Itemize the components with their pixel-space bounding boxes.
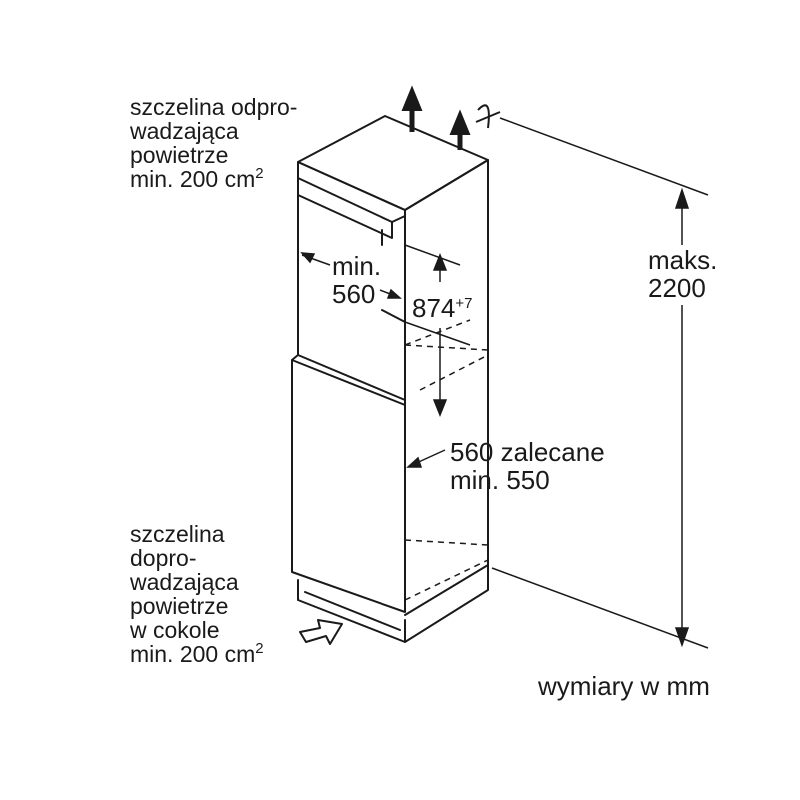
depth-dimension-line2: 560 bbox=[332, 279, 376, 309]
niche-dashed-lower bbox=[404, 539, 489, 601]
max-height-label: maks. 2200 bbox=[648, 246, 717, 302]
max-extension-line-top bbox=[499, 117, 709, 196]
depth-arrow-icon bbox=[300, 252, 316, 264]
top-vent-slot bbox=[297, 177, 393, 239]
top-vent-area: min. 200 cm bbox=[130, 166, 256, 192]
depth-dimension-label: min. 560 bbox=[332, 252, 381, 308]
bottom-vent-area: min. 200 cm bbox=[130, 641, 256, 667]
top-vent-line: wadzająca bbox=[130, 118, 239, 144]
bottom-vent-line: wadzająca bbox=[130, 569, 239, 595]
bottom-vent-line: powietrze bbox=[130, 593, 229, 619]
cabinet-right-face bbox=[404, 159, 489, 616]
bottom-vent-line: min. 200 cm2 bbox=[130, 640, 264, 667]
max-arrow-icon bbox=[674, 627, 690, 648]
intake-arrow-icon bbox=[299, 619, 343, 645]
top-vent-line: min. 200 cm2 bbox=[130, 165, 297, 192]
bottom-vent-label: szczelina dopro- wadzająca powietrze w c… bbox=[130, 522, 264, 666]
depth-arrow-icon bbox=[386, 288, 402, 299]
cabinet-base-right bbox=[404, 564, 489, 643]
top-vent-label: szczelina odpro- wadzająca powietrze min… bbox=[130, 95, 297, 191]
width-dimension-label: 560 zalecane min. 550 bbox=[450, 438, 605, 494]
bottom-vent-line: w cokole bbox=[130, 617, 220, 643]
appliance-door bbox=[291, 359, 406, 613]
max-extension-line-bottom bbox=[491, 567, 709, 649]
top-vent-line: powietrze bbox=[130, 142, 229, 168]
width-arrow-icon bbox=[406, 456, 423, 468]
max-height-line1: maks. bbox=[648, 245, 718, 275]
height-dimension-label: 874+7 bbox=[412, 294, 473, 322]
max-height-line2: 2200 bbox=[648, 273, 706, 303]
width-dimension-line2: min. 550 bbox=[450, 465, 550, 495]
cabinet-plinth bbox=[297, 579, 406, 643]
door-top-edge bbox=[291, 354, 406, 406]
height-arrow-icon bbox=[432, 252, 448, 271]
plinth-inner bbox=[304, 591, 401, 631]
height-tolerance: +7 bbox=[455, 295, 473, 312]
bottom-vent-area-exponent: 2 bbox=[255, 640, 264, 657]
exhaust-arrow-head-icon bbox=[401, 85, 423, 111]
max-arrow-icon bbox=[674, 187, 690, 209]
exhaust-arrow-head-icon bbox=[449, 109, 471, 135]
units-note: wymiary w mm bbox=[538, 671, 710, 701]
bottom-vent-line: dopro- bbox=[130, 545, 197, 571]
top-vent-slot-side bbox=[391, 215, 406, 223]
width-dimension-line1: 560 zalecane bbox=[450, 437, 605, 467]
break-symbol-icon bbox=[475, 104, 501, 129]
depth-extension-line bbox=[404, 244, 471, 346]
height-arrow-icon bbox=[432, 399, 448, 418]
top-vent-area-exponent: 2 bbox=[255, 165, 264, 182]
top-vent-line: szczelina odpro- bbox=[130, 94, 298, 120]
cabinet-interior-line bbox=[381, 309, 406, 323]
bottom-vent-line: szczelina bbox=[130, 521, 225, 547]
height-value: 874 bbox=[412, 293, 456, 323]
depth-dimension-line1: min. bbox=[332, 251, 382, 281]
niche-dashed-upper bbox=[404, 319, 489, 391]
